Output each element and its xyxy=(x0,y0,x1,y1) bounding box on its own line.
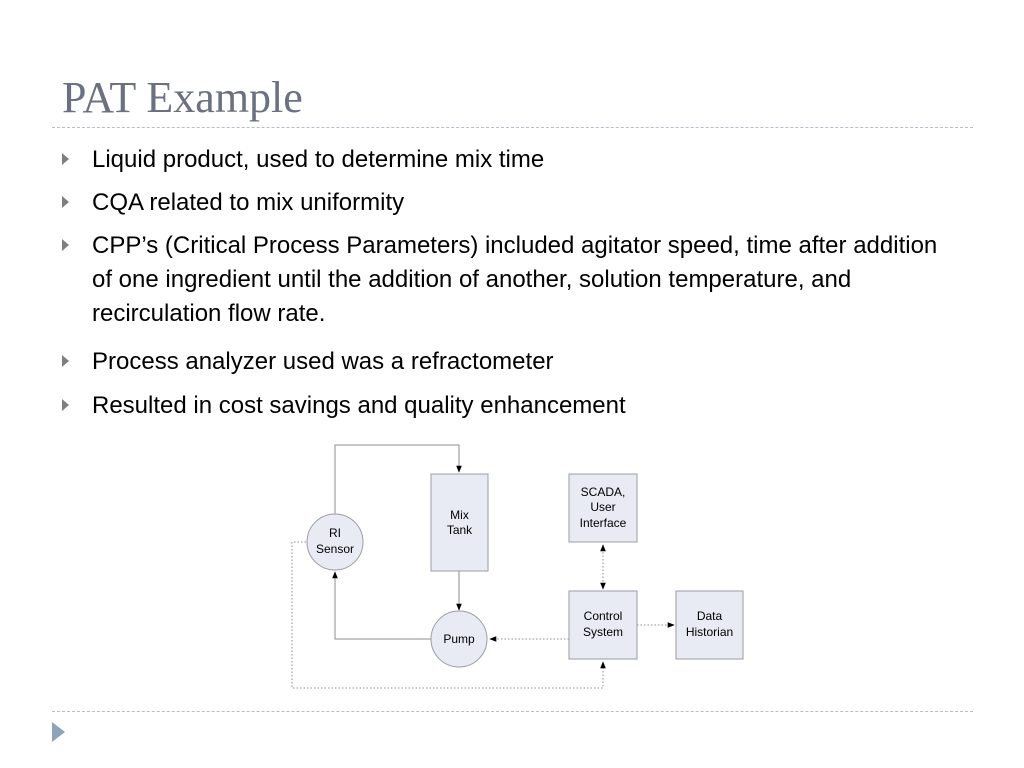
bullet-list: Liquid product, used to determine mix ti… xyxy=(62,143,962,423)
bullet-item: Liquid product, used to determine mix ti… xyxy=(62,143,962,177)
bullet-arrow-icon xyxy=(62,196,69,208)
control-system-node: Control System xyxy=(568,590,638,660)
mix-tank-node: Mix Tank xyxy=(430,473,489,572)
bullet-text: Process analyzer used was a refractomete… xyxy=(92,348,554,375)
bullet-arrow-icon xyxy=(62,239,69,251)
ri-sensor-label-line1: RI xyxy=(329,526,341,540)
ri-sensor-node: RI Sensor xyxy=(306,513,364,571)
bullet-text: Resulted in cost savings and quality enh… xyxy=(92,392,626,419)
bullet-item: CQA related to mix uniformity xyxy=(62,186,962,220)
bullet-item: CPP’s (Critical Process Parameters) incl… xyxy=(62,229,962,331)
bullet-arrow-icon xyxy=(62,153,69,165)
mix-tank-label-line2: Tank xyxy=(447,523,473,537)
bullet-arrow-icon xyxy=(62,355,69,367)
scada-label-line3: Interface xyxy=(580,516,627,530)
mix-tank-label-line1: Mix xyxy=(450,508,469,522)
bullet-arrow-icon xyxy=(62,399,69,411)
bullet-item: Resulted in cost savings and quality enh… xyxy=(62,389,962,423)
scada-node: SCADA, User Interface xyxy=(568,473,638,543)
bullet-item: Process analyzer used was a refractomete… xyxy=(62,345,962,379)
data-historian-label-line1: Data xyxy=(697,609,723,623)
ri-sensor-label-line2: Sensor xyxy=(316,542,354,556)
connector-sensor-to-tank xyxy=(334,444,462,520)
control-system-label-line2: System xyxy=(583,625,623,639)
connector-sensor-to-control xyxy=(291,541,606,689)
data-historian-label-line2: Historian xyxy=(686,625,733,639)
scada-label-line2: User xyxy=(590,500,615,514)
slide-title: PAT Example xyxy=(62,73,303,122)
pump-node: Pump xyxy=(430,610,488,668)
pump-label: Pump xyxy=(443,632,475,646)
bullet-text: Liquid product, used to determine mix ti… xyxy=(92,146,545,173)
scada-label-line1: SCADA, xyxy=(581,485,626,499)
connector-pump-to-sensor xyxy=(332,571,431,640)
corner-arrow-icon xyxy=(52,722,65,742)
title-divider xyxy=(52,127,973,128)
bullet-text: CQA related to mix uniformity xyxy=(92,189,405,216)
bullet-text: CPP’s (Critical Process Parameters) incl… xyxy=(92,232,938,327)
footer-divider xyxy=(52,711,973,712)
control-system-label-line1: Control xyxy=(584,609,623,623)
data-historian-node: Data Historian xyxy=(675,590,744,660)
